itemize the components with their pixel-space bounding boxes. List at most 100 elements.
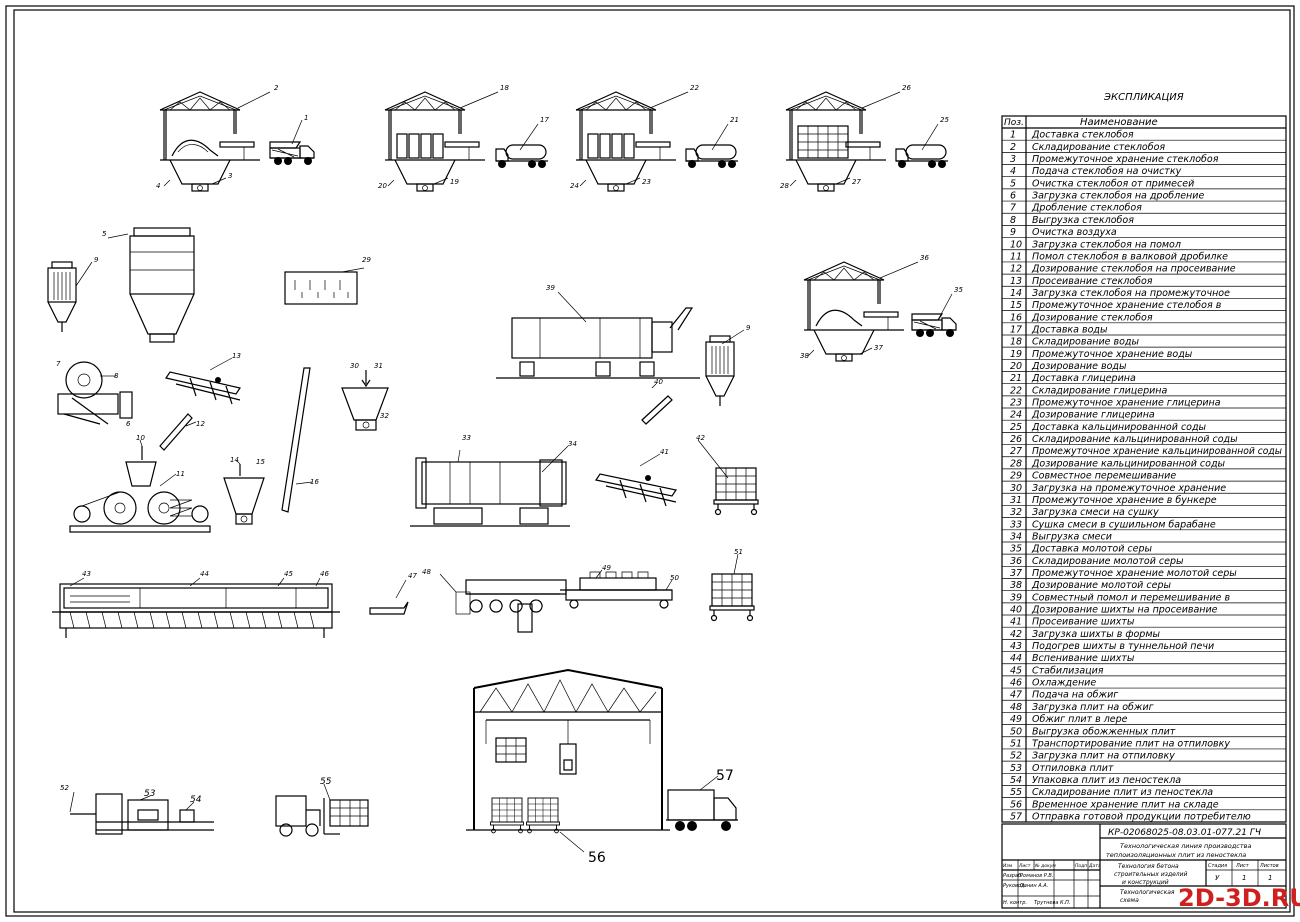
callout-47: 47 bbox=[408, 572, 417, 580]
explication-pos: 10 bbox=[1010, 239, 1022, 250]
callout-26: 26 bbox=[902, 84, 911, 92]
sheet-frame bbox=[5, 5, 1295, 917]
callout-14: 14 bbox=[230, 456, 239, 464]
callout-49: 49 bbox=[602, 564, 611, 572]
dryer-drum-33 bbox=[410, 457, 570, 527]
head-date: Дата bbox=[1088, 863, 1101, 869]
explication-pos: 49 bbox=[1010, 714, 1022, 725]
title-line2: теплоизоляционных плит из пеностекла bbox=[1106, 851, 1246, 859]
explication-name: Доставка воды bbox=[1031, 324, 1108, 335]
explication-name: Складирование воды bbox=[1032, 337, 1139, 348]
callout-17: 17 bbox=[540, 116, 549, 124]
explication-name: Складирование глицерина bbox=[1032, 385, 1167, 396]
tank-truck-25 bbox=[895, 144, 949, 169]
explication-name: Помол стеклобоя в валковой дробилке bbox=[1032, 251, 1228, 262]
explication-name: Доставка стеклобоя bbox=[1031, 130, 1134, 141]
pallet-51 bbox=[709, 573, 755, 622]
explication-name: Дозирование молотой серы bbox=[1031, 580, 1171, 591]
explication-name: Охлаждение bbox=[1032, 678, 1096, 689]
callout-30: 30 bbox=[350, 362, 359, 370]
explication-pos: 11 bbox=[1010, 251, 1022, 262]
callout-42: 42 bbox=[696, 434, 705, 442]
explication-pos: 14 bbox=[1010, 288, 1022, 299]
explication-name: Загрузка стеклобоя на помол bbox=[1032, 239, 1181, 250]
explication-pos: 8 bbox=[1010, 215, 1016, 226]
callout-5: 5 bbox=[102, 230, 107, 238]
col-pos-header: Поз. bbox=[1004, 118, 1024, 128]
callout-13: 13 bbox=[232, 352, 241, 360]
explication-pos: 6 bbox=[1010, 191, 1016, 202]
lehr-48-49 bbox=[455, 571, 673, 633]
explication-pos: 54 bbox=[1010, 775, 1022, 786]
vibro-screen-13 bbox=[165, 371, 241, 405]
pallet-56b bbox=[526, 797, 560, 834]
explication-name: Загрузка плит на обжиг bbox=[1032, 702, 1155, 713]
explication-pos: 45 bbox=[1010, 665, 1022, 676]
explication-pos: 38 bbox=[1010, 580, 1022, 591]
explication-pos: 17 bbox=[1010, 324, 1022, 335]
explication-name: Выгрузка стеклобоя bbox=[1032, 215, 1134, 226]
warehouse-56 bbox=[466, 668, 670, 831]
callout-23: 23 bbox=[642, 178, 651, 186]
callout-21: 21 bbox=[730, 116, 739, 124]
separator-5 bbox=[129, 227, 195, 343]
conveyor-47 bbox=[369, 601, 409, 615]
explication-pos: 18 bbox=[1010, 337, 1022, 348]
callout-40: 40 bbox=[654, 378, 663, 386]
explication-name: Подогрев шихты в туннельной печи bbox=[1032, 641, 1214, 652]
explication-name: Дозирование кальцинированной соды bbox=[1031, 458, 1226, 469]
sheet-name-line1: Технологическая bbox=[1120, 889, 1175, 896]
listov-label: Листов bbox=[1259, 863, 1279, 869]
callout-48: 48 bbox=[422, 568, 431, 576]
explication-pos: 7 bbox=[1010, 203, 1016, 214]
explication-pos: 36 bbox=[1010, 556, 1022, 567]
list-value: 1 bbox=[1242, 874, 1246, 882]
explication-pos: 51 bbox=[1010, 738, 1022, 749]
explication-name: Промежуточное хранение кальцинированной … bbox=[1032, 446, 1282, 457]
callout-6: 6 bbox=[126, 420, 131, 428]
hopper-14 bbox=[223, 464, 265, 525]
callout-10: 10 bbox=[136, 434, 145, 442]
explication-name: Дозирование глицерина bbox=[1031, 410, 1155, 421]
explication-pos: 20 bbox=[1010, 361, 1022, 372]
roll-mill-11 bbox=[69, 491, 211, 533]
feeder-10 bbox=[125, 446, 157, 487]
title-block: КР-02068025-08.03.01-077.21 ГЧ Технологи… bbox=[1001, 823, 1300, 912]
callout-33: 33 bbox=[462, 434, 471, 442]
pallet-42 bbox=[713, 467, 759, 516]
explication-name: Загрузка плит на отпиловку bbox=[1032, 751, 1175, 762]
explication-name: Промежуточное хранение глицерина bbox=[1032, 398, 1221, 409]
explication-pos: 3 bbox=[1010, 154, 1016, 165]
explication-pos: 12 bbox=[1010, 264, 1022, 275]
explication-title: ЭКСПЛИКАЦИЯ bbox=[1103, 92, 1184, 103]
explication-name: Выгрузка смеси bbox=[1032, 531, 1112, 542]
razrab-name: Романов Р.В. bbox=[1020, 873, 1053, 879]
head-sign: Подп bbox=[1075, 863, 1087, 869]
callout-55: 55 bbox=[320, 777, 332, 787]
explication-name: Промежуточное хранение в бункере bbox=[1032, 495, 1217, 506]
explication-pos: 48 bbox=[1010, 702, 1022, 713]
callout-32: 32 bbox=[380, 412, 389, 420]
callout-53: 53 bbox=[144, 789, 156, 799]
explication-pos: 42 bbox=[1010, 629, 1022, 640]
explication-pos: 4 bbox=[1010, 166, 1016, 177]
explication-pos: 24 bbox=[1010, 410, 1022, 421]
explication-pos: 41 bbox=[1010, 617, 1022, 628]
sheet-inner-frame bbox=[13, 9, 1291, 913]
explication-pos: 25 bbox=[1010, 422, 1022, 433]
explication-name: Транспортирование плит на отпиловку bbox=[1032, 738, 1230, 749]
callout-9b: 9 bbox=[746, 324, 751, 332]
callout-38: 38 bbox=[800, 352, 809, 360]
explication-pos: 15 bbox=[1010, 300, 1022, 311]
callout-11: 11 bbox=[176, 470, 185, 478]
warehouse-water bbox=[384, 91, 486, 192]
explication-pos: 35 bbox=[1010, 544, 1022, 555]
callout-1: 1 bbox=[304, 114, 308, 122]
rukovod-name: Панин А.А. bbox=[1020, 883, 1048, 889]
explication-pos: 28 bbox=[1010, 458, 1022, 469]
callout-8: 8 bbox=[114, 372, 119, 380]
callout-44: 44 bbox=[200, 570, 209, 578]
explication-pos: 43 bbox=[1010, 641, 1022, 652]
explication-pos: 53 bbox=[1010, 763, 1022, 774]
